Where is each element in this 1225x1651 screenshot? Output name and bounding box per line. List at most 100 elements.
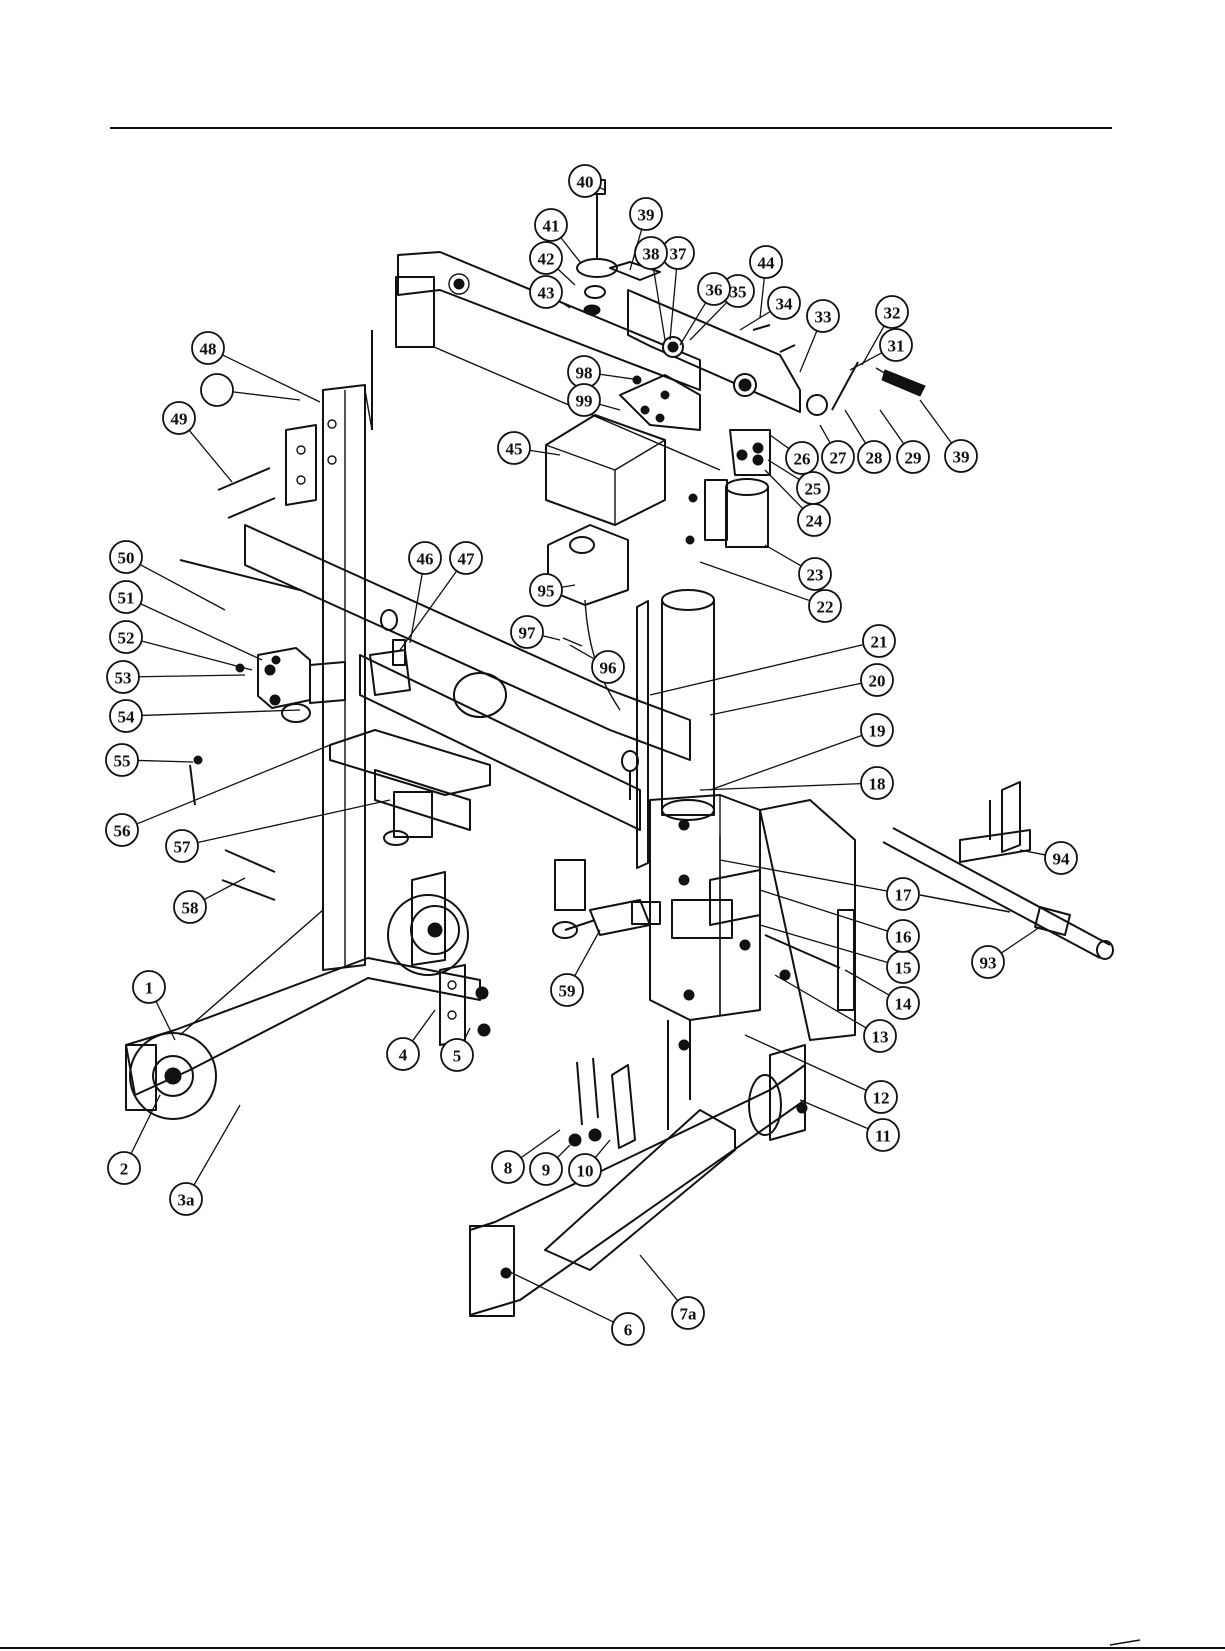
part-callout: 98 <box>568 356 640 388</box>
callout-number: 17 <box>895 886 913 905</box>
callout-number: 37 <box>670 245 688 264</box>
callout-leader-line <box>575 930 600 976</box>
callout-number: 31 <box>888 337 905 356</box>
callout-number: 20 <box>869 672 886 691</box>
callout-number: 52 <box>118 629 135 648</box>
callout-number: 45 <box>506 440 523 459</box>
callout-leader-line <box>412 1010 435 1041</box>
callout-number: 41 <box>543 217 560 236</box>
callout-number: 11 <box>875 1127 891 1146</box>
callout-number: 24 <box>806 512 824 531</box>
callout-leader-line <box>141 604 262 660</box>
callout-leader-line <box>1001 927 1040 953</box>
callout-number: 57 <box>174 838 192 857</box>
callout-number: 95 <box>538 582 555 601</box>
part-callout: 4 <box>387 1010 435 1070</box>
part-callout: 17 <box>720 860 919 910</box>
callout-leader-line <box>138 760 193 762</box>
callout-number: 25 <box>805 480 822 499</box>
callout-number: 47 <box>458 550 476 569</box>
callout-leader-line <box>760 278 764 318</box>
callout-leader-line <box>131 1095 160 1154</box>
callout-number: 51 <box>118 589 135 608</box>
callout-number: 22 <box>817 598 834 617</box>
callout-leader-line <box>760 925 888 962</box>
part-callout: 20 <box>710 664 893 715</box>
callout-number: 12 <box>873 1089 890 1108</box>
callout-number: 6 <box>624 1321 633 1340</box>
callout-leader-line <box>680 303 706 345</box>
part-callout: 54 <box>110 700 300 732</box>
part-callout: 3a <box>170 1105 240 1215</box>
part-callout: 49 <box>163 402 232 482</box>
callout-number: 35 <box>730 283 747 302</box>
callout-number: 42 <box>538 250 555 269</box>
callout-leader-line <box>400 571 457 650</box>
part-callout: 99 <box>568 384 620 416</box>
part-callout: 53 <box>107 661 245 693</box>
callout-number: 19 <box>869 722 886 741</box>
part-callout: 10 <box>569 1140 610 1186</box>
callout-leader-line <box>710 683 861 715</box>
part-callout: 57 <box>166 800 390 862</box>
callout-leader-line <box>140 565 225 610</box>
callout-number: 18 <box>869 775 886 794</box>
callout-leader-line <box>770 435 789 449</box>
callout-leader-line <box>720 860 887 891</box>
part-callout: 9 <box>530 1145 570 1185</box>
part-callout: 7a <box>640 1255 704 1329</box>
callout-leader-line <box>640 1255 678 1301</box>
callout-number: 93 <box>980 954 997 973</box>
part-callout: 40 <box>569 165 605 197</box>
callout-number: 7a <box>680 1305 698 1324</box>
callout-leader-line <box>189 430 232 482</box>
callout-number: 48 <box>200 340 217 359</box>
part-callout: 36 <box>680 273 730 345</box>
callout-number: 96 <box>600 659 617 678</box>
callout-leader-line <box>570 645 594 659</box>
callout-leader-line <box>194 1105 240 1185</box>
callout-leader-line <box>599 404 620 410</box>
callout-number: 1 <box>145 979 154 998</box>
callout-number: 27 <box>830 449 848 468</box>
callout-leader-line <box>650 645 863 695</box>
part-callout: 94 <box>1020 842 1077 874</box>
callout-leader-line <box>775 975 866 1028</box>
callout-number: 8 <box>504 1159 513 1178</box>
part-callout: 96 <box>570 645 624 683</box>
callout-number: 97 <box>519 624 537 643</box>
callout-number: 21 <box>871 633 888 652</box>
callout-number: 28 <box>866 449 883 468</box>
callout-leader-line <box>820 425 830 443</box>
callout-leader-line <box>700 562 810 601</box>
callout-leader-line <box>670 269 677 340</box>
callout-leader-line <box>800 1100 868 1129</box>
callout-number: 49 <box>171 410 188 429</box>
callout-leader-line <box>558 269 575 285</box>
callout-number: 94 <box>1053 850 1071 869</box>
callout-leader-line <box>710 735 862 790</box>
callout-number: 40 <box>577 173 594 192</box>
callout-number: 58 <box>182 899 199 918</box>
callout-layer: 123a4567a8910111213141516171819202122232… <box>106 165 1077 1345</box>
callout-number: 32 <box>884 304 901 323</box>
callout-number: 54 <box>118 708 136 727</box>
callout-number: 43 <box>538 284 555 303</box>
callout-number: 33 <box>815 308 832 327</box>
callout-leader-line <box>880 410 904 444</box>
callout-number: 44 <box>758 254 776 273</box>
callout-number: 56 <box>114 822 131 841</box>
callout-number: 2 <box>120 1160 129 1179</box>
callout-number: 99 <box>576 392 593 411</box>
callout-leader-line <box>139 675 245 677</box>
callout-number: 34 <box>776 295 794 314</box>
part-callout: 26 <box>770 435 818 474</box>
callout-number: 38 <box>643 245 660 264</box>
callout-leader-line <box>543 636 560 640</box>
callout-leader-line <box>137 745 330 824</box>
callout-leader-line <box>920 400 952 443</box>
callout-number: 4 <box>399 1046 408 1065</box>
callout-number: 59 <box>559 982 576 1001</box>
part-callout: 38 <box>635 237 667 340</box>
